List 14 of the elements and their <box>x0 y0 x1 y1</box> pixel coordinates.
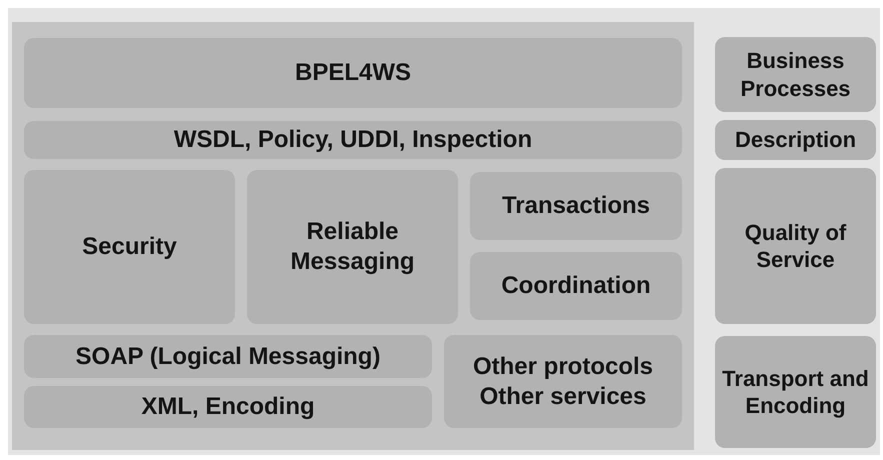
layer-box: SOAP (Logical Messaging) <box>24 335 432 378</box>
layer-box: Description <box>715 120 876 160</box>
layer-box: WSDL, Policy, UDDI, Inspection <box>24 121 682 159</box>
layer-box: Security <box>24 170 235 324</box>
layer-box: XML, Encoding <box>24 386 432 428</box>
layer-box: Quality of Service <box>715 168 876 324</box>
layer-box: Transport and Encoding <box>715 336 876 448</box>
layer-box: Reliable Messaging <box>247 170 458 324</box>
layer-label: Other protocols <box>472 352 653 382</box>
layer-label: Other services <box>480 382 646 412</box>
layer-box: Business Processes <box>715 37 876 112</box>
layer-box: Coordination <box>470 252 682 320</box>
layer-box: BPEL4WS <box>24 38 682 108</box>
layer-box: Transactions <box>470 172 682 240</box>
